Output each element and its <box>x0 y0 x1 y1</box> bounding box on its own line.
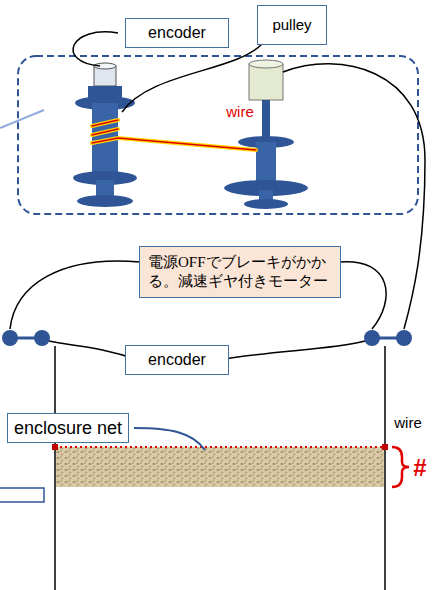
box-text: 電源OFFでブレーキがかかる。減速ギヤ付きモーター <box>148 253 332 291</box>
box-text: enclosure net <box>14 417 122 440</box>
wire <box>92 120 256 150</box>
label-box: enclosure net <box>7 413 129 444</box>
wire-label: wire <box>392 415 424 432</box>
encoder-spool <box>73 63 137 207</box>
posts <box>55 346 385 590</box>
label-box: encoder <box>125 345 229 375</box>
pointer-line <box>0 110 44 128</box>
label-box: pulley <box>257 5 326 46</box>
note-box: 電源OFFでブレーキがかかる。減速ギヤ付きモーター <box>139 246 341 298</box>
box-text: pulley <box>272 16 311 35</box>
net-corner <box>382 444 388 450</box>
motor-spool <box>224 60 308 209</box>
height-brace <box>392 447 409 487</box>
group-outline <box>18 56 418 214</box>
wire-label: wire <box>224 104 256 121</box>
box-text: encoder <box>148 23 206 43</box>
net-leader <box>134 428 205 450</box>
net-edge <box>55 446 385 448</box>
label-box: encoder <box>125 18 229 48</box>
dimension-mark: # <box>411 455 428 481</box>
net-band <box>56 447 384 487</box>
net-corner <box>52 444 58 450</box>
small-pulleys <box>2 330 412 346</box>
box-text: encoder <box>148 350 206 370</box>
leader-lines <box>10 32 425 360</box>
cut-frame <box>0 488 44 502</box>
